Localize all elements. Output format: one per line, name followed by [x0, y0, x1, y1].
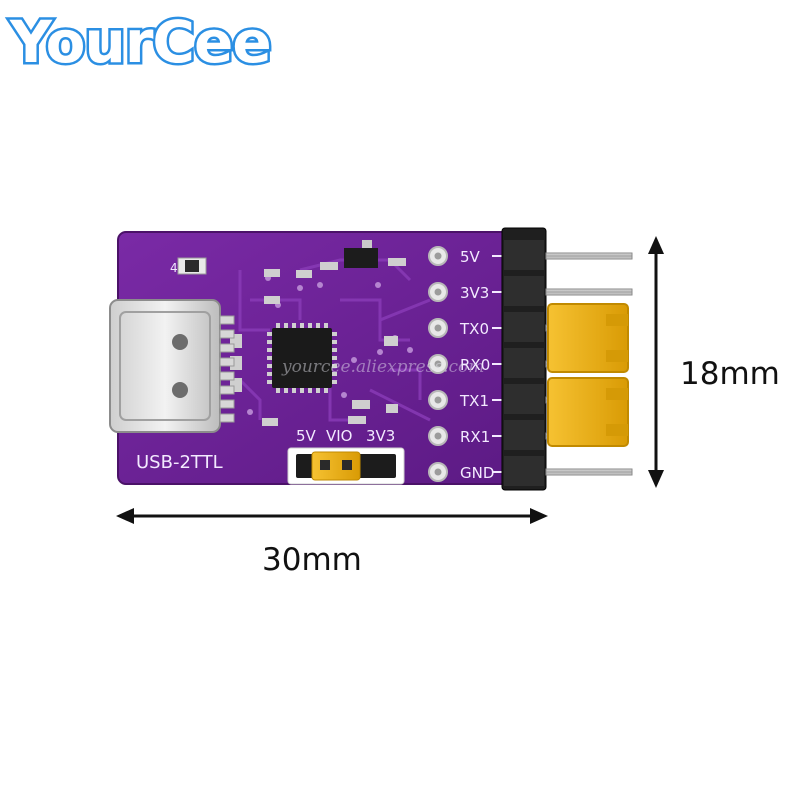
jumper-label-3v3: 3V3 — [366, 427, 395, 445]
watermark-text: yourcee.aliexpress.com — [281, 357, 484, 377]
board-title: USB-2TTL — [136, 452, 223, 473]
pin-label-3v3: 3V3 — [460, 284, 489, 302]
pin-header — [501, 227, 633, 491]
pin-hole — [434, 324, 442, 332]
smd-resistor: 4 — [170, 257, 207, 275]
width-dimension-arrow — [116, 508, 548, 524]
pin-label-gnd: GND — [460, 464, 494, 482]
pin-label-rx0: RX0 — [460, 356, 490, 374]
voltage-jumper-labels: 5V VIO 3V3 — [296, 427, 395, 445]
usb-uart-chip — [267, 323, 337, 393]
pin-hole — [434, 396, 442, 404]
pin-hole — [434, 432, 442, 440]
pin-label-5v: 5V — [460, 248, 481, 266]
smd-parts — [230, 240, 406, 426]
tx-rx-jumper-bottom[interactable] — [547, 377, 629, 447]
height-label: 18mm — [680, 356, 780, 392]
voltage-select-jumper[interactable] — [287, 447, 405, 485]
pin-hole — [434, 288, 442, 296]
pin-hole — [434, 252, 442, 260]
pin-label-rx1: RX1 — [460, 428, 490, 446]
height-dimension-arrow — [648, 236, 664, 488]
brand-logo: YourCee — [8, 6, 275, 79]
pin-hole — [434, 360, 442, 368]
pin-label-tx1: TX1 — [459, 392, 489, 410]
jumper-label-5v: 5V — [296, 427, 317, 445]
svg-text:4: 4 — [170, 261, 178, 275]
usb-c-connector — [109, 299, 235, 433]
width-label: 30mm — [262, 542, 362, 578]
jumper-label-vio: VIO — [326, 427, 353, 445]
pin-hole — [434, 468, 442, 476]
tx-rx-jumper-top[interactable] — [547, 303, 629, 373]
pin-label-tx0: TX0 — [459, 320, 489, 338]
